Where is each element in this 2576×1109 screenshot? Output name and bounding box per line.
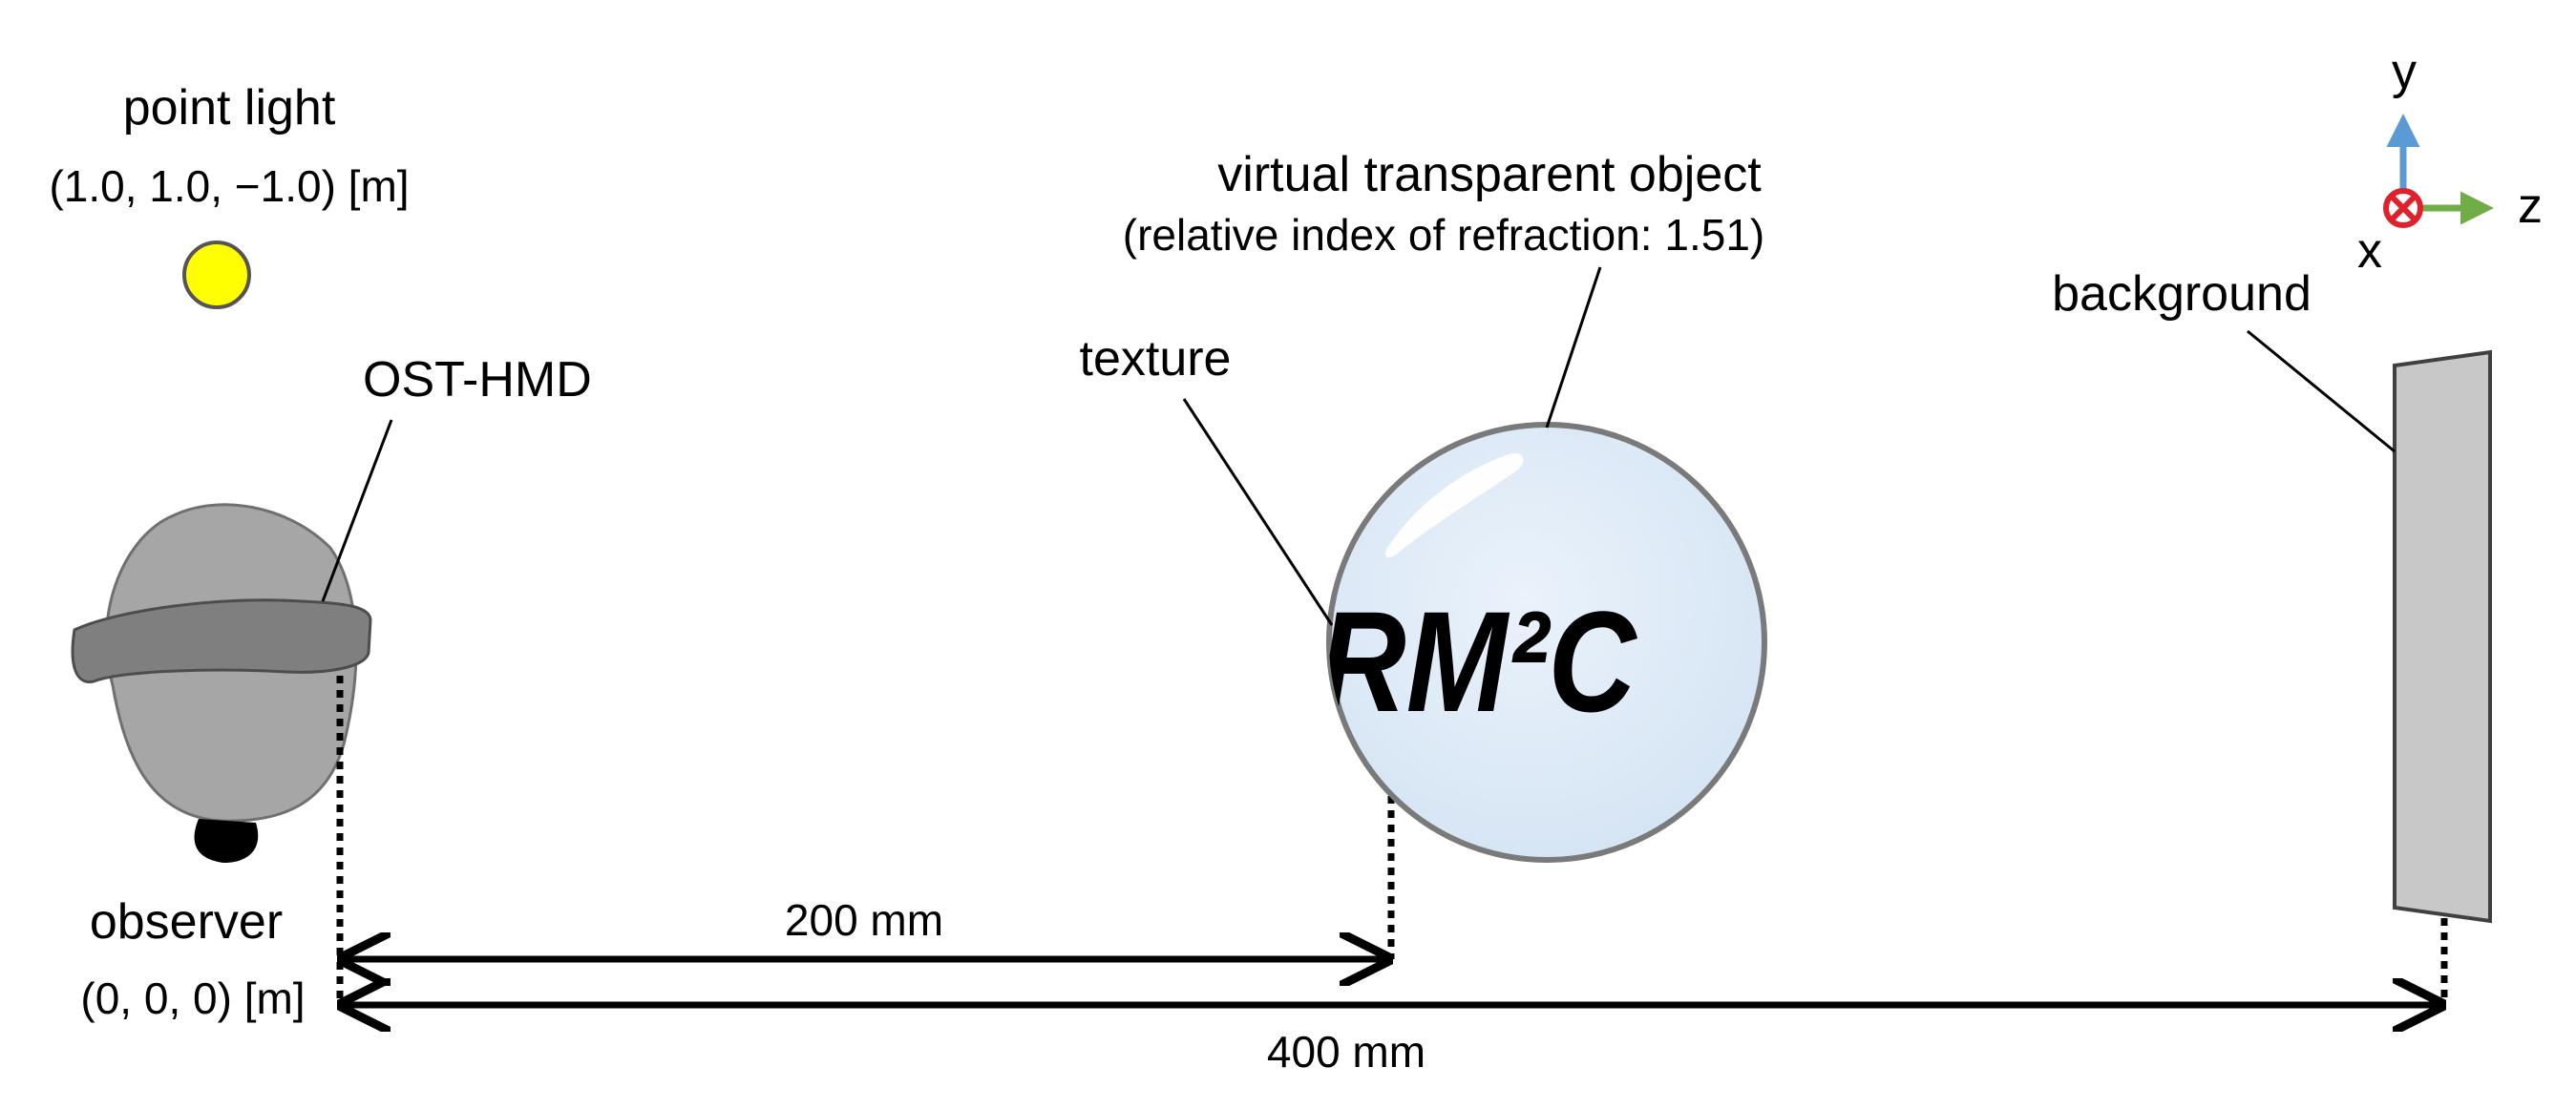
texture-label: texture: [1080, 331, 1232, 387]
texture-leader-line: [1182, 398, 1334, 626]
background-label: background: [2052, 266, 2312, 322]
object-label: virtual transparent object: [1217, 147, 1762, 202]
x-axis-label: x: [2357, 223, 2382, 279]
observer-neck-icon: [194, 819, 259, 863]
y-axis-label: y: [2392, 44, 2417, 99]
observer-label: observer: [90, 894, 283, 950]
hmd-label: OST-HMD: [363, 352, 592, 408]
hmd-leader-line: [321, 419, 393, 602]
background-plane: [2393, 349, 2492, 924]
background-leader-line: [2247, 329, 2396, 453]
z-axis-label: z: [2518, 178, 2543, 234]
object-sublabel: (relative index of refraction: 1.51): [1123, 210, 1764, 260]
observer-head-icon: [104, 503, 358, 863]
distance-label-200: 200 mm: [785, 895, 943, 945]
ost-hmd-icon: [71, 598, 372, 683]
texture-logo: RM²C: [1319, 582, 1638, 742]
point-light-position: (1.0, 1.0, −1.0) [m]: [49, 161, 409, 211]
coordinate-axes: y z x: [2357, 44, 2543, 279]
distance-label-400: 400 mm: [1267, 1027, 1425, 1077]
sphere-highlight: [1385, 453, 1524, 557]
observer-position: (0, 0, 0) [m]: [80, 973, 305, 1023]
point-light-icon: [182, 241, 251, 309]
object-leader-line: [1545, 266, 1602, 429]
point-light-label: point light: [123, 80, 336, 136]
